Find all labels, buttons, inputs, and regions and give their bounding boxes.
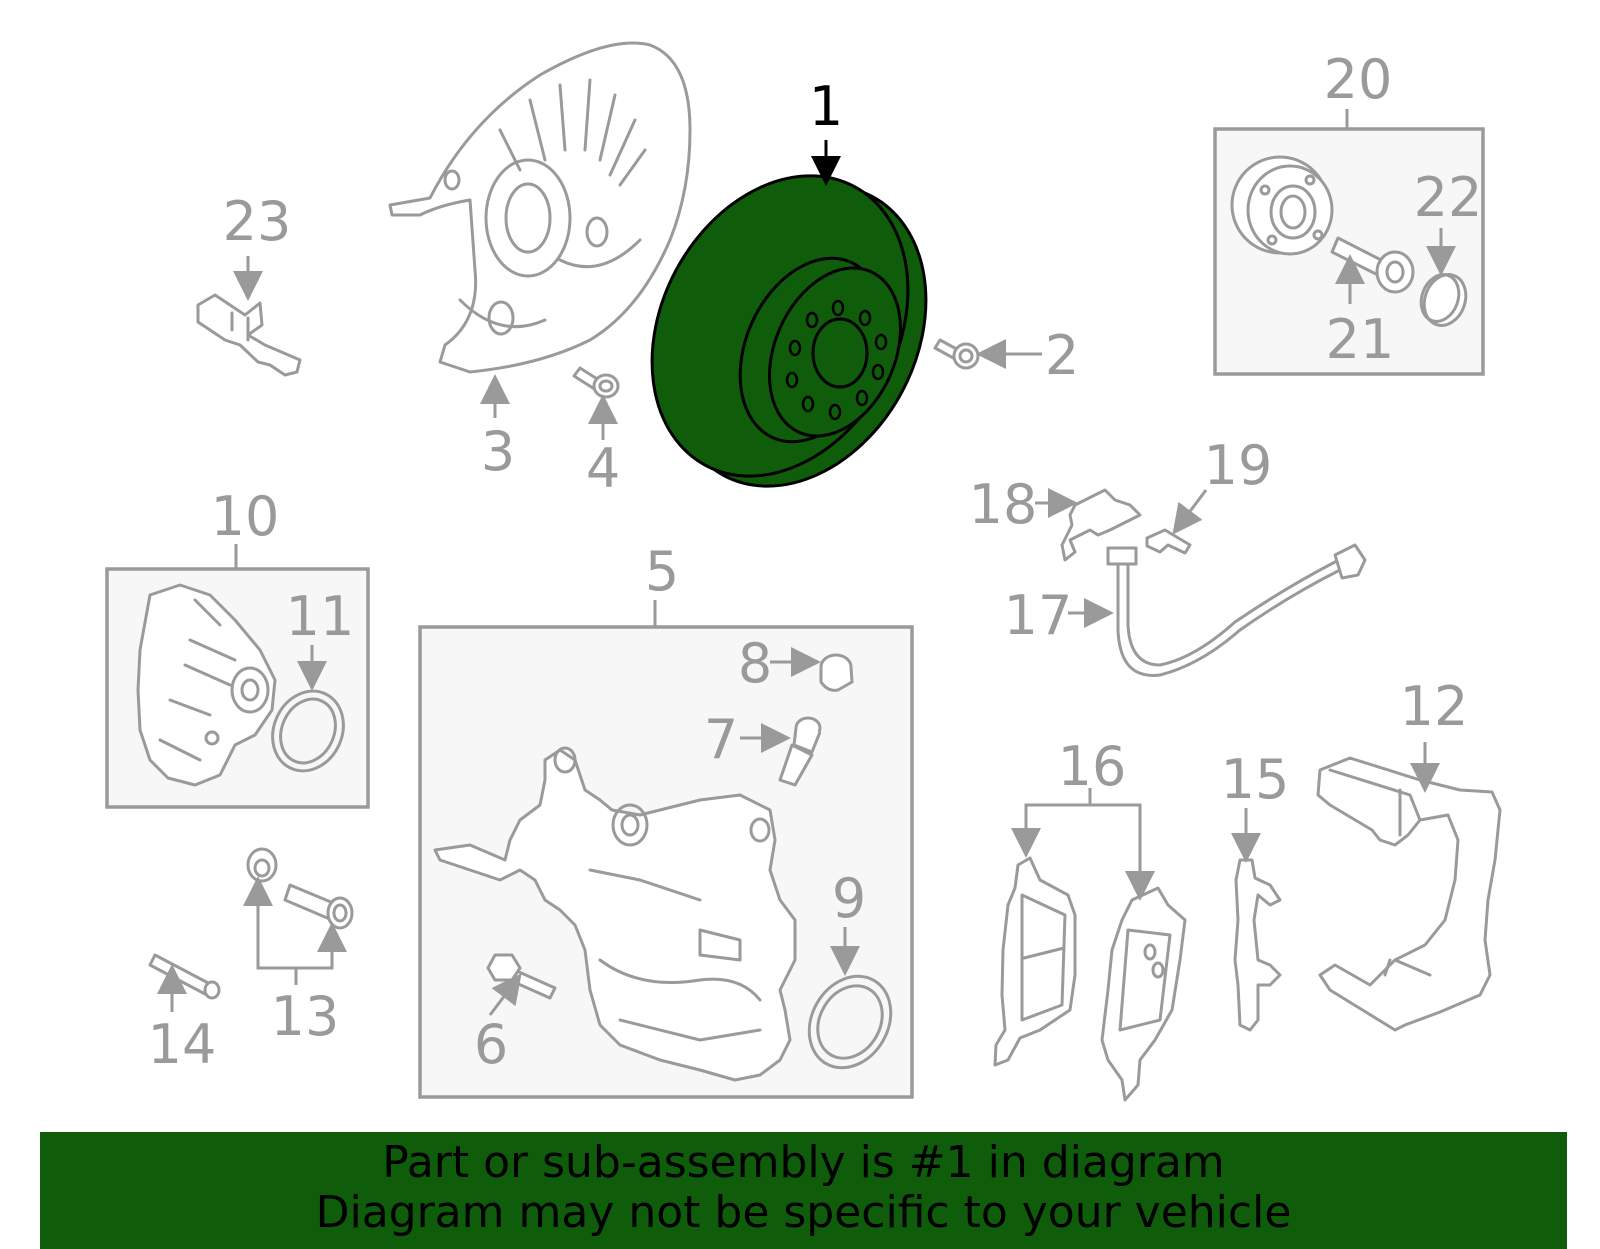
callout-7: 7 [704,708,738,771]
bolt-part-4 [572,366,620,399]
brake-rotor-part-1 [650,174,928,488]
dust-shield-part-3 [388,41,692,374]
caliper-part-5 [433,746,797,1082]
callout-17: 17 [1004,584,1073,647]
callout-18: 18 [969,473,1038,536]
callout-14: 14 [148,1013,217,1076]
bracket-part-18 [1060,488,1142,562]
callout-21: 21 [1326,308,1395,371]
bleeder-screw-part-7 [778,716,822,787]
callout-12: 12 [1400,675,1469,738]
leader-lines [157,109,1456,1016]
wheel-hub-part-20 [1230,155,1334,256]
callout-20: 20 [1324,48,1393,111]
bolt-part-2 [933,338,980,370]
callout-23: 23 [223,190,292,253]
spring-clip-part-15 [1233,858,1282,1032]
banner-line-2: Diagram may not be specific to your vehi… [315,1187,1292,1238]
sensor-part-23 [196,293,302,377]
brake-pad-part-16a [993,856,1077,1067]
o-ring-part-11 [271,689,345,773]
callout-3: 3 [481,420,515,483]
brake-hose-part-17 [1106,543,1367,677]
bleeder-cap-part-8 [819,653,854,692]
brake-pad-part-16b [1100,886,1187,1102]
callout-19: 19 [1204,434,1273,497]
callout-13: 13 [271,985,340,1048]
callout-8: 8 [738,632,772,695]
callout-15: 15 [1221,748,1290,811]
callout-labels: 1 2 3 4 5 6 7 8 9 10 11 12 13 14 15 16 1… [148,48,1483,1076]
callout-2: 2 [1045,324,1079,387]
callout-1: 1 [809,75,843,138]
caliper-carrier-part-12 [1316,756,1502,1032]
info-banner: Part or sub-assembly is #1 in diagram Di… [40,1132,1567,1249]
callout-11: 11 [286,585,355,648]
banner-line-1: Part or sub-assembly is #1 in diagram [382,1137,1225,1188]
piston-seal-part-9 [807,974,893,1070]
pin-part-14 [148,953,221,1000]
callout-22: 22 [1414,166,1483,229]
callout-5: 5 [645,540,679,603]
guide-pin-part-13 [246,847,354,930]
callout-9: 9 [832,867,866,930]
callout-10: 10 [211,485,280,548]
callout-16: 16 [1058,735,1127,798]
callout-4: 4 [586,437,620,500]
callout-6: 6 [474,1013,508,1076]
parking-brake-motor-part-10 [136,583,277,787]
clip-part-19 [1145,528,1192,555]
